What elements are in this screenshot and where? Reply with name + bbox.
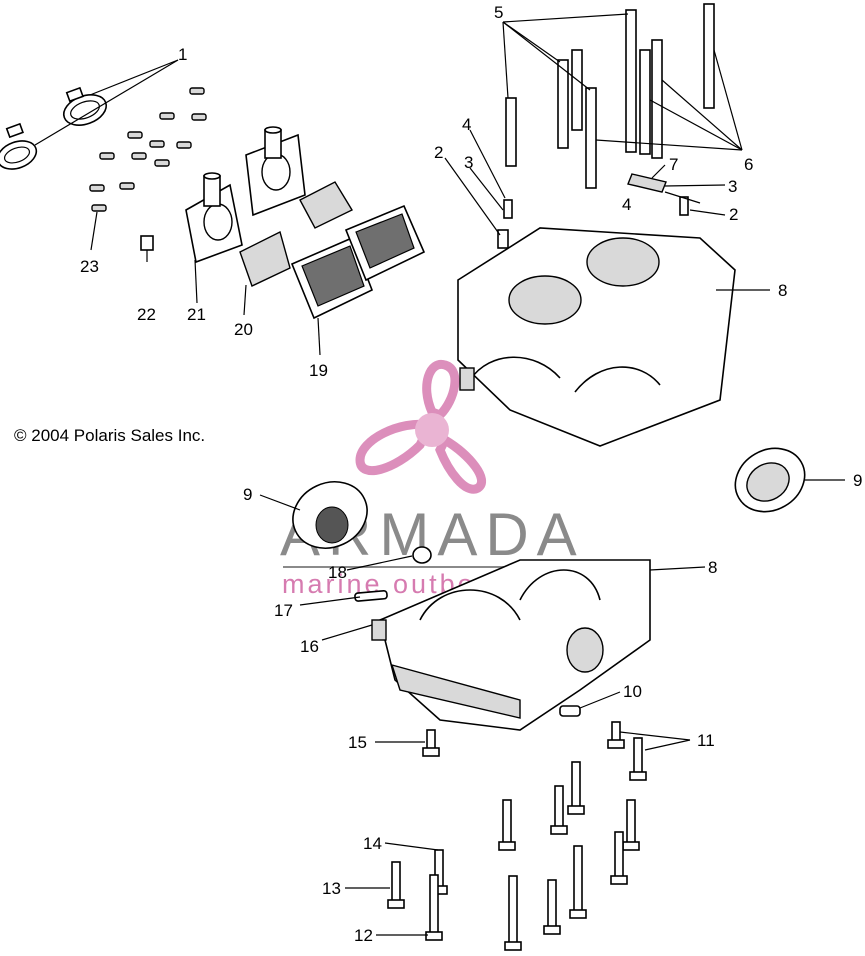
reed-cages <box>290 204 426 320</box>
callout-5: 5 <box>494 3 503 22</box>
small-bolts <box>89 87 207 262</box>
callout-15: 15 <box>348 733 367 752</box>
callout-7: 7 <box>669 155 678 174</box>
crankcase-bolts <box>387 721 647 951</box>
callout-19: 19 <box>309 361 328 380</box>
callout-4b: 4 <box>622 195 631 214</box>
callout-4: 4 <box>462 115 471 134</box>
callout-17: 17 <box>274 601 293 620</box>
callout-2b: 2 <box>729 205 738 224</box>
reed-valve-housings <box>185 126 306 264</box>
callout-2: 2 <box>434 143 443 162</box>
upper-crankcase <box>457 227 736 447</box>
callout-13: 13 <box>322 879 341 898</box>
lower-crankcase <box>379 559 651 731</box>
copyright-text: © 2004 Polaris Sales Inc. <box>14 426 205 445</box>
callout-3b: 3 <box>728 177 737 196</box>
reed-petals <box>239 181 353 287</box>
callout-3: 3 <box>464 153 473 172</box>
callout-12: 12 <box>354 926 373 945</box>
hose-clamps <box>0 86 108 170</box>
callout-14: 14 <box>363 834 382 853</box>
callout-23: 23 <box>80 257 99 276</box>
callout-9-left: 9 <box>243 485 252 504</box>
callout-8-lower: 8 <box>708 558 717 577</box>
leader-lines <box>34 13 845 936</box>
studs <box>505 3 715 189</box>
callout-16: 16 <box>300 637 319 656</box>
callout-10: 10 <box>623 682 642 701</box>
callout-20: 20 <box>234 320 253 339</box>
propeller-logo-icon <box>355 359 486 494</box>
callout-6: 6 <box>744 155 753 174</box>
callout-1: 1 <box>178 45 187 64</box>
callout-labels: 1 5 4 2 3 6 7 3 4 2 8 23 22 21 20 19 9 9… <box>80 3 862 945</box>
callout-11: 11 <box>697 731 715 750</box>
crankshaft-seals <box>292 447 806 549</box>
callout-21: 21 <box>187 305 206 324</box>
lower-small-parts <box>354 546 581 717</box>
callout-18: 18 <box>328 563 347 582</box>
callout-22: 22 <box>137 305 156 324</box>
callout-9-right: 9 <box>853 471 862 490</box>
callout-8-upper: 8 <box>778 281 787 300</box>
dowel-pins <box>497 173 689 249</box>
